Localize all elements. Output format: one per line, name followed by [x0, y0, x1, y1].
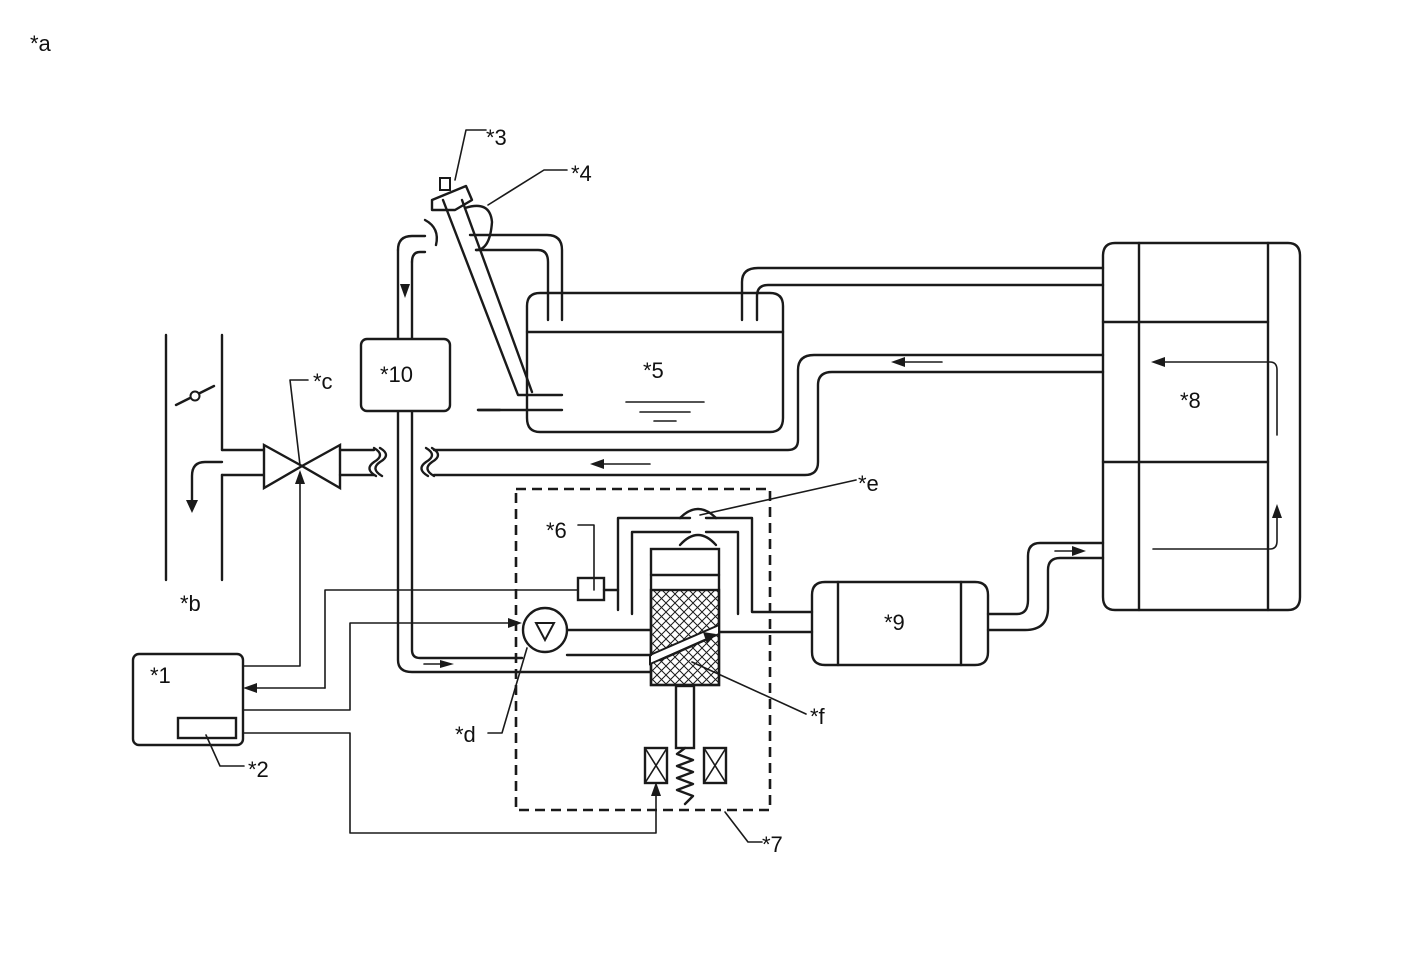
- ecm: *1: [131, 470, 661, 834]
- breather-line: [468, 233, 564, 322]
- filter-label: *9: [884, 610, 905, 635]
- pressure-sensor-line: *10: [359, 234, 653, 674]
- ecm-memory-label: *2: [248, 757, 269, 782]
- fuel-filler-pipe: [423, 177, 564, 412]
- filler-cap-label: *3: [486, 125, 507, 150]
- figure-label: *a: [30, 31, 52, 56]
- leader-lines: [205, 129, 857, 843]
- charcoal-canister: *8: [1101, 241, 1302, 612]
- sensor-box-label: *10: [380, 362, 413, 387]
- purge-valve-label: *c: [313, 369, 333, 394]
- orifice-label: *e: [858, 471, 879, 496]
- ecm-label: *1: [150, 663, 171, 688]
- fuel-tank: *5: [525, 291, 785, 434]
- pump-module-label: *7: [762, 832, 783, 857]
- tank-vent-line: [740, 266, 1105, 322]
- purge-vsv-valve: [220, 442, 388, 491]
- fuel-tank-label: *5: [643, 358, 664, 383]
- filler-pipe-label: *4: [571, 161, 592, 186]
- pump-module: [514, 487, 814, 812]
- canister-filter-line: *9: [810, 541, 1105, 667]
- canister-label: *8: [1180, 388, 1201, 413]
- intake-throttle-body: [164, 333, 224, 582]
- purge-line: [420, 353, 1105, 478]
- throttle-label: *b: [180, 591, 201, 616]
- pump-label: *d: [455, 722, 476, 747]
- valve-label: *f: [810, 704, 826, 729]
- pressure-sensor-label: *6: [546, 518, 567, 543]
